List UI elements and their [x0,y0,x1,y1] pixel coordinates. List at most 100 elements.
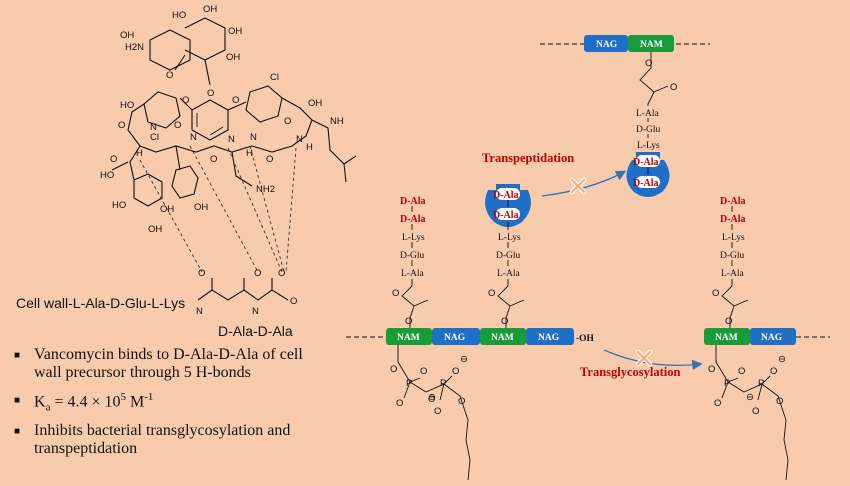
atom-o-dala4: O [290,296,297,307]
atom-o-co4: O [266,154,273,165]
right-dala1: D-Ala [720,196,746,207]
atom-o-rpp3: O [714,398,721,409]
atom-o-ether1: O [182,95,189,106]
top-d-glu: D-Glu [636,125,661,135]
top-l-ala: L-Ala [636,109,659,119]
top-nag-label: NAG [596,40,618,50]
strand-oh-end: -OH [576,334,595,344]
atom-o-left2: O [405,316,412,327]
atom-n-dala1: N [196,306,203,317]
bullet-ka-text: Ka = 4.4 × 105 M-1 [34,390,154,414]
right-glycan-strand: D-Ala D-Ala L-Lys D-Glu L-Ala O O NAM NA… [704,196,830,481]
top-enz-dala2: D-Ala [633,178,659,189]
atom-oh-sugar2b: OH [226,52,240,63]
atom-cl-right: Cl [270,72,279,83]
top-glycan-strand: NAG NAM O O L-Ala D-Glu L-Lys [540,35,710,151]
bullet-inhibits-text: Inhibits bacterial transglycosylation an… [34,421,291,458]
atom-p2: P [440,378,446,389]
atom-n-dala2: N [252,306,259,317]
atom-oh-phenol3: OH [194,202,208,213]
atom-o-rpp2: O [738,366,745,377]
atom-o-right2: O [725,316,732,327]
atom-o-glyc2: O [207,88,214,99]
cell-wall-chain-label: Cell wall-L-Ala-D-Glu-L-Lys [16,295,185,311]
minus-r2: ⊖ [746,392,754,403]
mid-l-lys: L-Lys [498,233,521,243]
atom-oh-sugar1: OH [120,30,134,41]
bullet-square-icon: ■ [14,350,21,361]
atom-h2n: H2N [125,42,144,53]
right-l-lys: L-Lys [722,233,745,243]
atom-oh-phenol1: HO [112,200,126,211]
strand-nag-label-2: NAG [538,333,560,343]
minus-1: ⊖ [460,354,468,365]
transpeptidation-label: Transpeptidation [482,151,574,165]
minus-2: ⊖ [428,392,436,403]
atom-o-pp3: O [396,398,403,409]
atom-n1: N [150,122,157,133]
left-l-ala: L-Ala [401,269,424,279]
atom-o-co2: O [174,120,181,131]
strand-nam-label-2: NAM [491,333,514,343]
atom-o-rpp1: O [708,364,715,375]
atom-o-mid2: O [501,316,508,327]
atom-o-dala2: O [254,268,261,279]
atom-oh-mc2: OH [308,98,322,109]
atom-o-pp6: O [434,406,441,417]
atom-cl-left: Cl [150,132,159,143]
atom-o-top2: O [670,82,677,93]
top-enzyme-complex: D-Ala D-Ala [626,152,670,197]
atom-o-co3: O [210,154,217,165]
strand-nag-box-2 [526,328,574,345]
main-glycan-strand: NAM NAG NAM NAG -OH O P O O O P O ⊖ O ⊖ … [346,328,595,481]
left-stem-peptide: D-Ala D-Ala L-Lys D-Glu L-Ala O O [392,196,429,330]
atom-oh-mc1: HO [120,100,134,111]
bullet-square-icon: ■ [14,425,21,437]
strand-nag-box-1 [432,328,480,345]
right-l-ala: L-Ala [721,269,744,279]
strand-nam-box-2 [480,328,526,345]
atom-nh-methyl: NH [330,116,344,127]
atom-n5: N [296,134,303,145]
mid-enz-dala2: D-Ala [493,210,519,221]
atom-h3: H [306,142,313,153]
atom-o-right: O [712,288,719,299]
left-l-lys: L-Lys [402,233,425,243]
top-l-lys: L-Lys [637,141,660,151]
transglycosylation-label: Transglycosylation [580,365,681,379]
right-d-glu: D-Glu [720,251,745,261]
bullet-square-icon: ■ [14,394,21,406]
top-nam-label: NAM [640,40,663,50]
dala-dala-label: D-Ala-D-Ala [218,323,293,339]
strand-nam-label-1: NAM [397,333,420,343]
atom-o-pp7: O [458,396,465,407]
atom-o-ether2: O [232,95,239,106]
atom-oh-acid: HO [100,170,114,181]
strand-nag-label-1: NAG [444,333,466,343]
atom-oh-sugar2a: OH [228,26,242,37]
atom-o-rpp5: O [752,406,759,417]
atom-o-co5: O [284,116,291,127]
atom-o-top: O [645,58,652,69]
right-nag-box [750,328,796,345]
atom-o-left: O [392,288,399,299]
mid-l-ala: L-Ala [497,269,520,279]
right-nag-label: NAG [761,333,783,343]
vancomycin-structure: OH H2N HO OH OH OH O O O O Cl Cl HO OH O… [100,4,357,273]
atom-o-dala3: O [278,268,285,279]
mid-d-glu: D-Glu [496,251,521,261]
atom-o-pp5: O [452,366,459,377]
top-nam-box [628,35,674,52]
atom-n4: N [250,132,257,143]
right-nam-label: NAM [715,333,738,343]
mid-enz-dala1: D-Ala [493,190,519,201]
atom-p1: P [406,378,412,389]
bullet-binding: ■ Vancomycin binds to D-Ala-D-Ala of cel… [14,346,334,383]
atom-o-dala1: O [198,268,205,279]
bullet-ka: ■ Ka = 4.4 × 105 M-1 [14,391,334,414]
atom-n3: N [228,134,235,145]
atom-h2: H [246,148,253,159]
right-dala2: D-Ala [720,214,746,225]
